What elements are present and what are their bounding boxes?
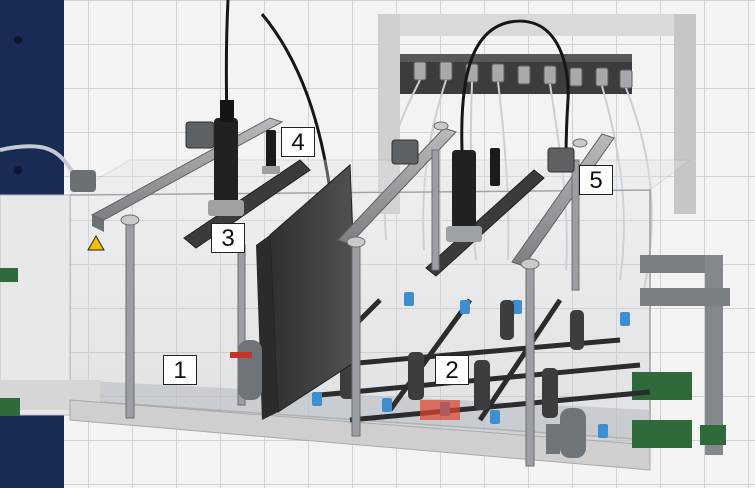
- red-valve-handle: [230, 352, 252, 358]
- manifold-frame: [378, 14, 696, 214]
- callout-2: 2: [435, 355, 469, 385]
- callout-4: 4: [281, 127, 315, 157]
- rear-elbow: [70, 170, 96, 192]
- blue-clips: [312, 292, 630, 438]
- callout-1: 1: [163, 355, 197, 385]
- rod-caps: [120, 121, 588, 270]
- hazard-sticker: [87, 234, 105, 251]
- sensor-cables: [0, 0, 570, 191]
- probe-small-right: [490, 148, 500, 186]
- sensor-heads: [185, 121, 575, 173]
- beam-middle: [337, 127, 457, 245]
- callout-3: 3: [211, 223, 245, 253]
- probe-middle: [446, 150, 482, 242]
- right-valves: [632, 255, 730, 455]
- probe-3: [208, 100, 244, 216]
- heater-glow: [420, 400, 460, 420]
- callout-5: 5: [579, 165, 613, 195]
- probe-small-4: [262, 130, 280, 174]
